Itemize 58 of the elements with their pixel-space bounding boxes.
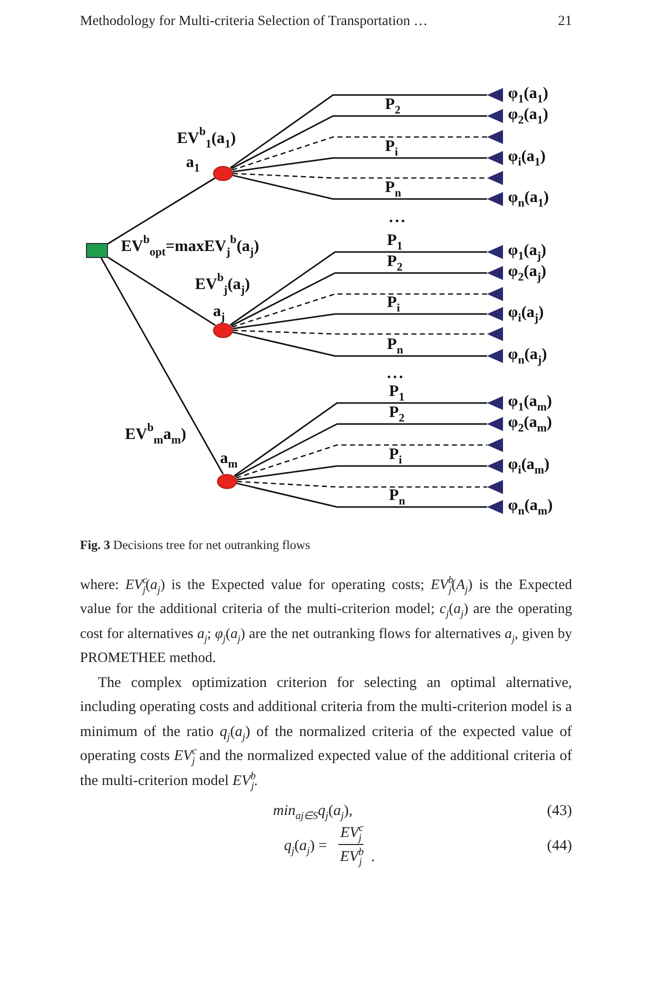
branch-line — [232, 331, 487, 357]
edge-label: P$_{n}$ — [385, 179, 402, 197]
branch-line — [236, 482, 487, 508]
outcome-label: φ$_{2}$(a$_{1}$) — [508, 106, 548, 124]
edge-label: P$_{2}$ — [389, 404, 405, 422]
branch-line — [100, 258, 224, 474]
branch-line — [232, 174, 487, 200]
edge-label: P$_{n}$ — [387, 336, 404, 354]
dashed-branch-line — [232, 172, 487, 179]
dashed-branch-line — [232, 136, 487, 171]
branch-line — [230, 115, 487, 170]
ellipsis-mark: ... — [387, 365, 405, 383]
outcome-label: φ$_{2}$(a$_{m}$) — [508, 414, 552, 432]
equation-number: (44) — [547, 837, 572, 856]
branch-line — [232, 313, 487, 330]
outcome-label: φ$_{i}$(a$_{j}$) — [508, 304, 544, 322]
alternative-label: a$_{m}$ — [220, 450, 238, 468]
edge-label: P$_{i}$ — [389, 446, 402, 464]
dashed-branch-line — [236, 444, 487, 479]
equation-number: (43) — [547, 802, 572, 821]
alternative-label: a$_{1}$ — [186, 154, 200, 172]
branch-line — [230, 251, 487, 326]
edge-label: P$_{2}$ — [387, 253, 403, 271]
branch-line — [234, 402, 487, 476]
figure-caption: Fig. 3 Decisions tree for net outranking flows — [80, 537, 310, 554]
branch-line — [108, 177, 216, 244]
edge-label: P$_{i}$ — [387, 294, 400, 312]
outcome-label: φ$_{1}$(a$_{j}$) — [508, 242, 546, 260]
ellipsis-mark: ... — [389, 209, 407, 227]
edge-label: P$_{n}$ — [389, 487, 406, 505]
branch-line — [234, 423, 487, 478]
equation-period: . — [371, 848, 375, 867]
body-paragraph: where: EV$^{c}$$_{j}$(a$_{j}$) is the Expected value for operating costs; EV$^{b}$$_{j}$(A$_{j}$) is the Expected value for the additional criteria of the multi-criterion model; c$_{j}$(a$_{j}$) are the operating cost for alternatives a$_{j}$; φ$_{j}$(a$_{j}$) are the net outranking flows for alternatives a$_{j}$, given by PROMETHEE method. — [80, 574, 572, 668]
outcome-label: φ$_{n}$(a$_{j}$) — [508, 346, 547, 364]
outcome-label: φ$_{i}$(a$_{1}$) — [508, 148, 546, 166]
branch-line — [108, 256, 216, 326]
alternative-label: a$_{j}$ — [213, 302, 225, 320]
running-header: Methodology for Multi-criteria Selection of Transportation … — [80, 13, 428, 31]
edge-label: P$_{i}$ — [385, 138, 398, 156]
branch-line — [230, 94, 487, 168]
branch-line — [230, 272, 487, 326]
outcome-label: φ$_{1}$(a$_{m}$) — [508, 393, 552, 411]
edge-label: P$_{1}$ — [389, 383, 405, 401]
body-paragraph: The complex optimization criterion for selecting an optimal alternative, including operating costs and additional criteria from the multi-criterion model is a minimum of the ratio q$_{j}$(a$_{j}$) of the normalized criteria of the expected value of operating costs EV$^{c}$$_{j}$ and the normalized expected value of the additional criteria of the multi-criterion model EV$^{b}$$_{j}$. — [80, 674, 572, 794]
dashed-branch-line — [236, 480, 487, 488]
page-number: 21 — [558, 13, 572, 31]
outcome-label: φ$_{i}$(a$_{m}$) — [508, 456, 550, 474]
branch-line — [232, 157, 487, 172]
dashed-branch-line — [232, 330, 487, 335]
outcome-label: φ$_{1}$(a$_{1}$) — [508, 85, 548, 103]
branch-line — [236, 465, 487, 480]
equation: q$_{j}$(a$_{j}$) = — [284, 837, 327, 857]
dashed-branch-line — [232, 293, 487, 328]
outcome-label: φ$_{n}$(a$_{1}$) — [508, 189, 549, 207]
outcome-label: φ$_{2}$(a$_{j}$) — [508, 263, 546, 281]
outcome-label: φ$_{n}$(a$_{m}$) — [508, 497, 553, 515]
edge-label: P$_{2}$ — [385, 96, 401, 114]
edge-label: P$_{1}$ — [387, 232, 403, 250]
